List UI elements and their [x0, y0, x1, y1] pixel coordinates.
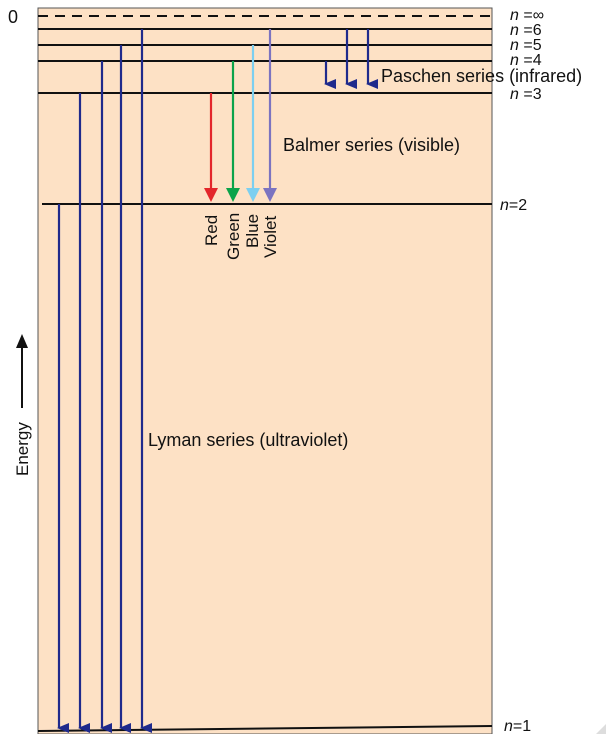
level-line-1	[37, 725, 493, 732]
paschen-series-label: Paschen series (infrared)	[381, 66, 582, 86]
diagram-background	[37, 7, 493, 735]
paschen-arrows	[324, 29, 378, 89]
balmer-arrows	[204, 29, 277, 202]
zero-label: 0	[8, 7, 18, 27]
level-label-5: n =5	[510, 37, 542, 54]
lyman-series-label: Lyman series (ultraviolet)	[148, 430, 348, 450]
balmer-arrowhead-green	[226, 188, 240, 202]
energy-axis-label: Energy	[13, 422, 32, 476]
level-label-1: n=1	[504, 718, 531, 734]
color-label-red: Red	[202, 215, 221, 246]
balmer-arrowhead-red	[204, 188, 218, 202]
level-label-4: n =4	[510, 52, 542, 69]
level-label-inf: n =∞	[510, 7, 544, 24]
balmer-color-labels: Red Green Blue Violet	[202, 213, 280, 260]
color-label-blue: Blue	[243, 214, 262, 248]
level-labels: n =∞ n =6 n =5 n =4 n =3 n=2 n=1	[500, 7, 544, 735]
balmer-arrowhead-blue	[246, 188, 260, 202]
level-label-2: n=2	[500, 197, 527, 214]
energy-axis: Energy	[13, 334, 32, 476]
level-label-3: n =3	[510, 86, 542, 103]
energy-axis-arrowhead	[16, 334, 28, 348]
level-label-6: n =6	[510, 22, 542, 39]
corner-curl-decoration	[596, 724, 606, 734]
lyman-arrows	[57, 29, 152, 733]
color-label-green: Green	[224, 213, 243, 260]
balmer-series-label: Balmer series (visible)	[283, 135, 460, 155]
balmer-arrowhead-violet	[263, 188, 277, 202]
energy-levels	[37, 15, 493, 732]
color-label-violet: Violet	[261, 216, 280, 258]
